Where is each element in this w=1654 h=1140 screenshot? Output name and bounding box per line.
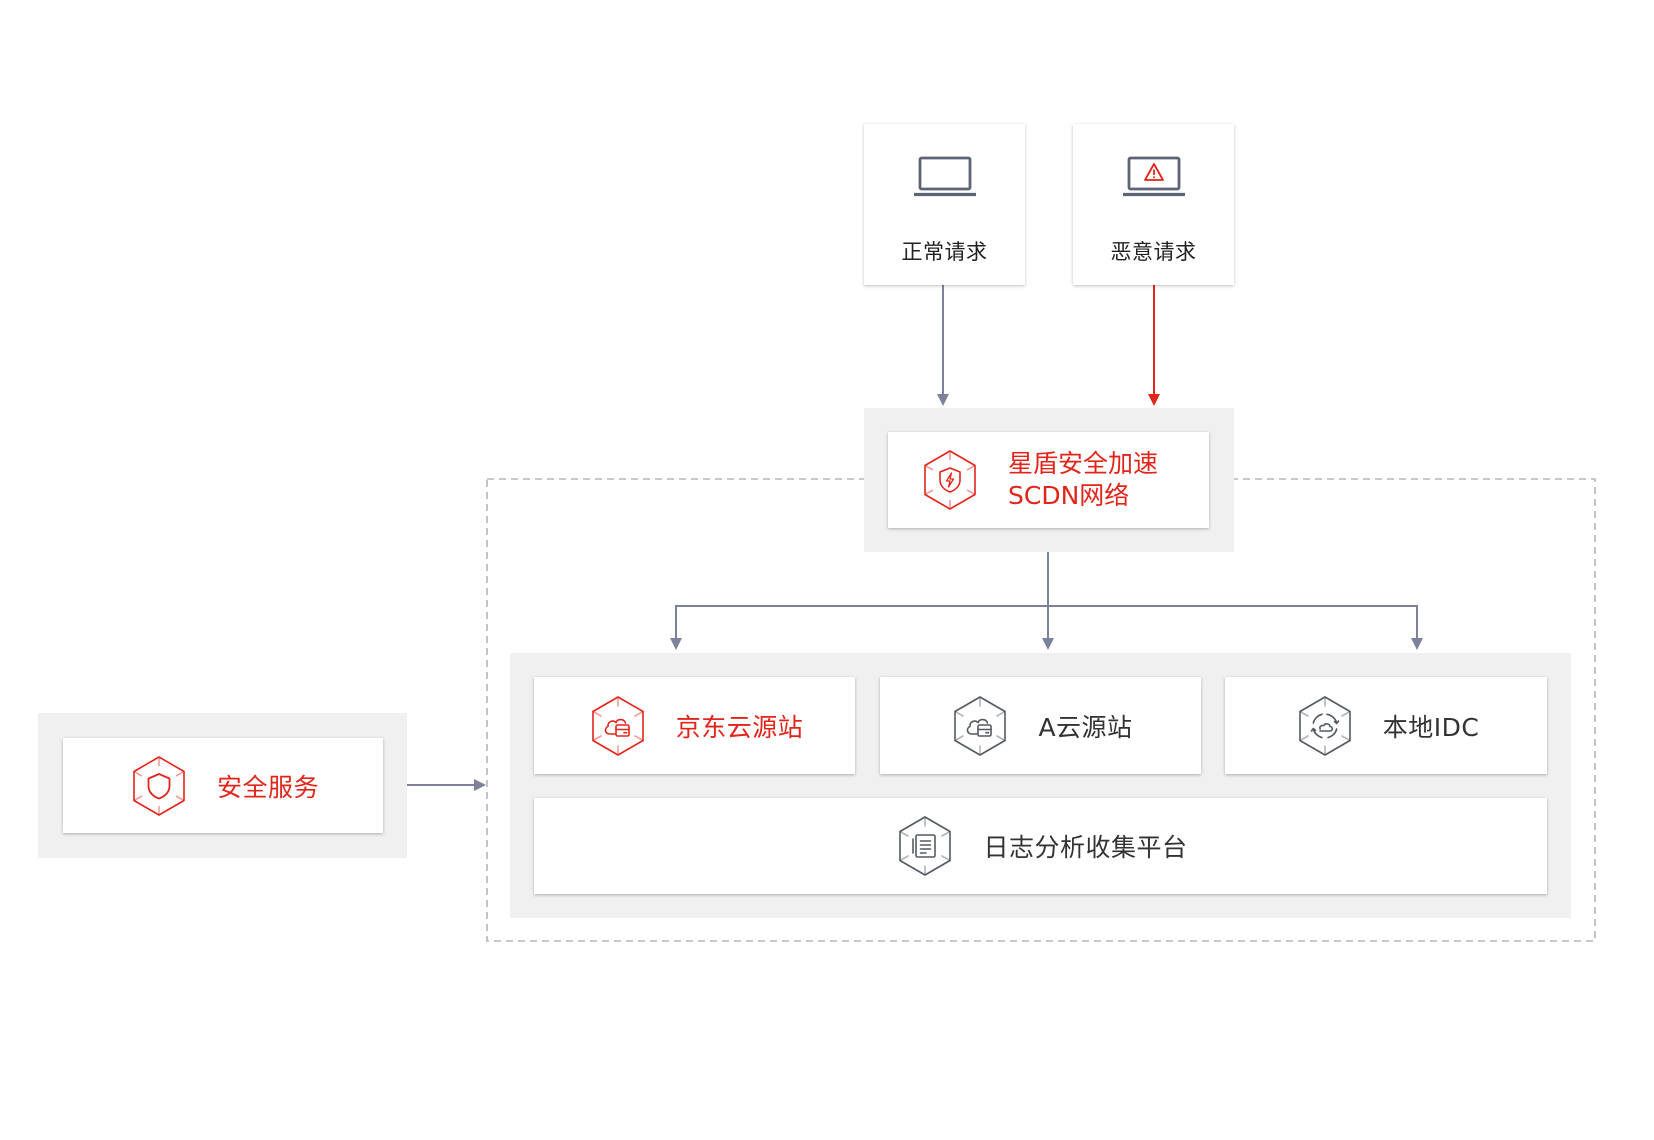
local-idc-card: 本地IDC (1225, 677, 1547, 774)
cloud-server-icon (591, 695, 644, 756)
local-idc-label: 本地IDC (1382, 712, 1480, 742)
scdn-network-label: 星盾安全加速 SCDN网络 (1008, 448, 1158, 512)
malicious-request-card: 恶意请求 (1073, 124, 1234, 285)
shield-lightning-icon (924, 450, 976, 510)
shield-icon (133, 755, 185, 816)
normal-request-label: 正常请求 (901, 240, 988, 264)
jd-cloud-origin-card: 京东云源站 (534, 677, 855, 774)
laptop-icon (914, 156, 976, 197)
a-cloud-origin-card: A云源站 (880, 677, 1201, 774)
scdn-network-card: 星盾安全加速 SCDN网络 (888, 432, 1209, 528)
laptop-warning-icon (1123, 156, 1185, 197)
security-service-card: 安全服务 (63, 738, 383, 833)
cloud-server-icon (954, 695, 1007, 756)
scdn-label-line1: 星盾安全加速 (1008, 449, 1159, 478)
document-icon (899, 816, 952, 876)
log-platform-label: 日志分析收集平台 (983, 833, 1188, 862)
scdn-label-line2: SCDN网络 (1008, 481, 1130, 510)
jd-cloud-origin-label: 京东云源站 (675, 712, 804, 742)
log-platform-card: 日志分析收集平台 (534, 798, 1547, 894)
a-cloud-origin-label: A云源站 (1038, 712, 1133, 742)
cloud-sync-icon (1298, 695, 1351, 756)
malicious-request-label: 恶意请求 (1110, 240, 1197, 264)
normal-request-card: 正常请求 (864, 124, 1025, 285)
security-service-label: 安全服务 (216, 772, 319, 802)
